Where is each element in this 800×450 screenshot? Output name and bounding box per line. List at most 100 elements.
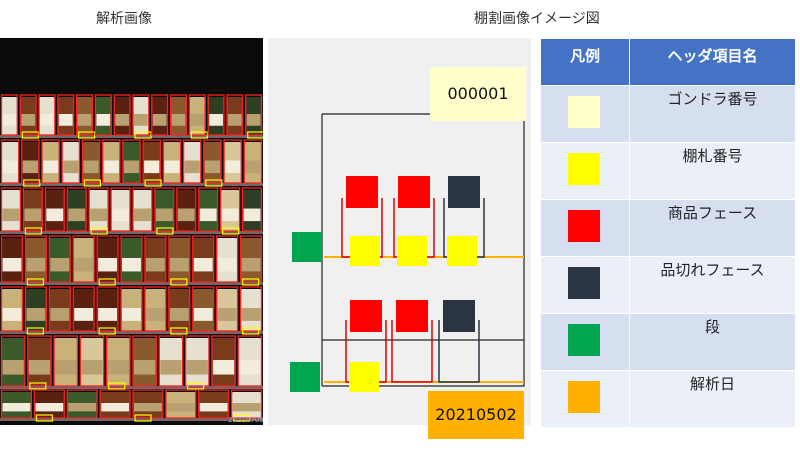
photo-bottle-label bbox=[245, 160, 261, 174]
photo-bottle-label bbox=[227, 114, 242, 126]
photo-date-stamp: 20210705 bbox=[228, 416, 263, 424]
photo-tag-box bbox=[98, 327, 116, 335]
photo-tag-box bbox=[233, 414, 251, 422]
photo-bottle-label bbox=[190, 114, 205, 126]
photo-shelf-edge bbox=[0, 231, 263, 234]
photo-detection-box bbox=[88, 187, 109, 232]
photo-detection-box bbox=[223, 139, 242, 184]
photo-bottle-label bbox=[21, 114, 36, 126]
photo-shelves bbox=[0, 135, 263, 421]
analysis-photo-svg: 20210705 bbox=[0, 38, 263, 425]
photo-bottle-label bbox=[58, 114, 73, 126]
shelf-tag bbox=[350, 236, 380, 266]
photo-detection-box bbox=[144, 286, 167, 332]
product-face-outline bbox=[391, 320, 433, 383]
photo-bottle-label bbox=[2, 258, 22, 272]
gondola-number-box: 000001 bbox=[430, 67, 526, 121]
photo-tag-box bbox=[23, 179, 41, 187]
photo-bottle-label bbox=[145, 258, 165, 272]
photo-bottle-label bbox=[74, 308, 94, 321]
photo-detection-box bbox=[237, 335, 263, 387]
photo-tag-box bbox=[78, 131, 96, 139]
photo-bottle-label bbox=[199, 403, 228, 412]
photo-detection-box bbox=[79, 335, 105, 387]
photo-bottle-label bbox=[177, 208, 195, 222]
photo-detection-box bbox=[24, 235, 47, 283]
photo-detection-box bbox=[144, 235, 167, 283]
photo-tag-box bbox=[26, 278, 45, 286]
photo-detection-box bbox=[0, 389, 33, 419]
photo-bottle-label bbox=[26, 308, 46, 321]
legend-header-col2: ヘッダ項目名 bbox=[629, 38, 796, 86]
photo-tag-box bbox=[134, 414, 152, 422]
legend-label: 段 bbox=[629, 313, 796, 371]
photo-bottle-label bbox=[193, 258, 213, 272]
legend-header-row: 凡例 ヘッダ項目名 bbox=[540, 38, 796, 86]
photo-bottle-label bbox=[50, 258, 70, 272]
photo-detection-box bbox=[102, 139, 121, 184]
photo-detection-box bbox=[99, 389, 131, 419]
photo-detection-box bbox=[122, 139, 141, 184]
photo-tag-box bbox=[190, 131, 208, 139]
photo-detection-box bbox=[151, 94, 169, 136]
photo-bottle-label bbox=[107, 360, 129, 375]
photo-bottle-label bbox=[46, 208, 64, 222]
photo-bottle-label bbox=[239, 360, 261, 375]
photo-detection-box bbox=[44, 187, 65, 232]
photo-detection-box bbox=[0, 94, 18, 136]
out-of-stock-face bbox=[448, 176, 480, 208]
photo-detection-box bbox=[41, 139, 60, 184]
gondola-bottom-edge bbox=[322, 340, 525, 387]
photo-bottle-label bbox=[217, 308, 237, 321]
photo-tag-box bbox=[205, 179, 223, 187]
photo-detection-box bbox=[158, 335, 184, 387]
legend-swatch-analysis-date bbox=[568, 381, 600, 413]
out-of-stock-face-outline bbox=[438, 320, 480, 383]
photo-detection-box bbox=[168, 235, 191, 283]
photo-detection-box bbox=[0, 286, 24, 332]
photo-detection-box bbox=[169, 94, 188, 136]
photo-bottle-label bbox=[144, 160, 160, 174]
photo-detection-box bbox=[132, 187, 153, 232]
photo-detection-box bbox=[27, 335, 52, 387]
photo-detection-box bbox=[110, 187, 131, 232]
product-face bbox=[396, 300, 428, 332]
photo-tag-box bbox=[21, 131, 39, 139]
photo-bottle-label bbox=[169, 308, 189, 321]
photo-bottle-label bbox=[68, 208, 86, 222]
photo-detection-box bbox=[106, 335, 131, 387]
photo-bottle-label bbox=[171, 114, 186, 126]
photo-shelf-edge bbox=[0, 183, 263, 186]
planogram-diagram: 000001 20210502 bbox=[268, 38, 531, 439]
photo-detection-box bbox=[19, 94, 37, 136]
photo-detection-box bbox=[154, 187, 175, 232]
photo-detection-box bbox=[216, 235, 239, 283]
photo-bottle-label bbox=[35, 403, 64, 412]
legend-row: 商品フェース bbox=[540, 199, 796, 257]
photo-tag-box bbox=[156, 227, 174, 235]
photo-bottle-label bbox=[164, 160, 180, 174]
photo-bottle-label bbox=[115, 114, 129, 126]
photo-bottle-label bbox=[145, 308, 165, 321]
legend-header-col1: 凡例 bbox=[540, 38, 630, 86]
photo-bottle-label bbox=[134, 360, 156, 375]
legend-swatch-product-face bbox=[568, 210, 600, 242]
photo-detection-box bbox=[72, 286, 95, 332]
photo-tag-box bbox=[170, 278, 188, 286]
photo-bottle-label bbox=[186, 360, 208, 375]
photo-detection-box bbox=[198, 187, 219, 232]
legend-swatch-shelf-tag bbox=[568, 153, 600, 185]
photo-detection-box bbox=[96, 235, 119, 283]
product-face bbox=[398, 176, 430, 208]
photo-bottle-label bbox=[204, 160, 221, 174]
legend-row: 品切れフェース bbox=[540, 256, 796, 314]
legend-swatch-shelf-level bbox=[568, 324, 600, 356]
photo-detection-box bbox=[184, 335, 210, 387]
photo-bottle-label bbox=[241, 258, 261, 272]
photo-tag-box bbox=[241, 278, 260, 286]
photo-bottle-label bbox=[74, 258, 94, 272]
photo-bottle-label bbox=[225, 160, 241, 174]
photo-tag-box bbox=[247, 131, 263, 139]
shelf-level-marker bbox=[292, 232, 322, 262]
photo-detection-box bbox=[21, 139, 40, 184]
